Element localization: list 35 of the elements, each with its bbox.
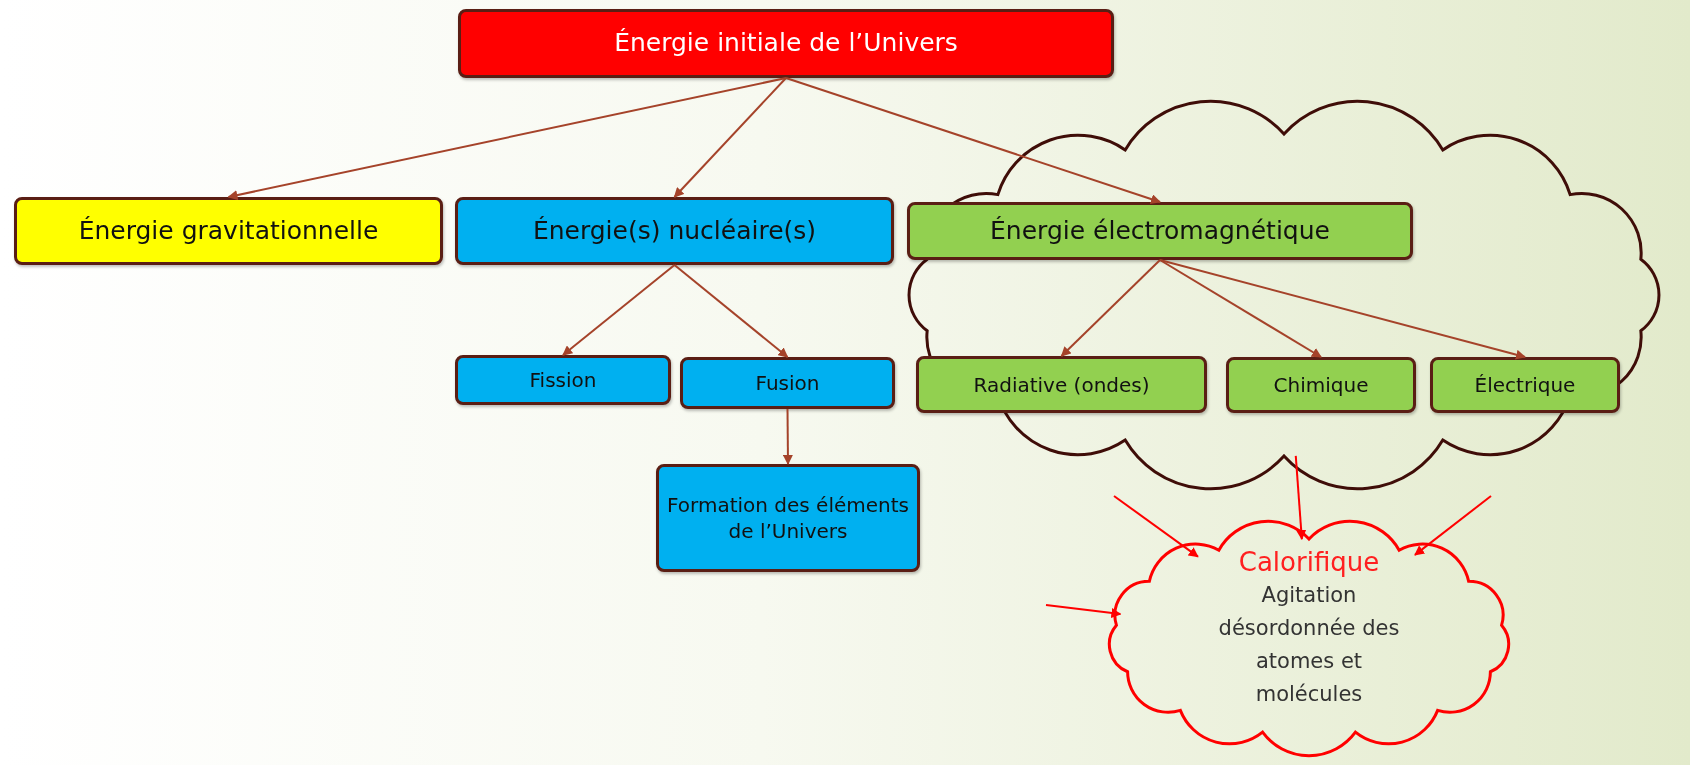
arrow: [1159, 259, 1322, 358]
box-label: Fusion: [754, 370, 821, 396]
arrow: [1159, 259, 1526, 360]
cloud-heading: Calorifique: [1238, 546, 1380, 579]
energy-box: [907, 202, 1413, 260]
box-label: Énergie(s) nucléaire(s): [531, 214, 818, 247]
energy-box: [1430, 357, 1620, 413]
box-label: Énergie gravitationnelle: [77, 214, 380, 247]
arrow: [1413, 495, 1492, 556]
box-label: Formation des éléments de l’Univers: [666, 492, 910, 544]
box-label: Électrique: [1473, 372, 1577, 398]
arrow: [227, 77, 787, 200]
energy-box: [455, 355, 671, 405]
arrow: [673, 77, 787, 198]
box-label: Radiative (ondes): [972, 371, 1151, 398]
arrow: [1060, 259, 1161, 357]
energy-box: [656, 464, 920, 572]
box-label: Fission: [528, 367, 598, 393]
box-label: Énergie électromagnétique: [989, 214, 1331, 247]
arrow: [1045, 604, 1122, 618]
energy-box: [14, 197, 443, 265]
cloud-text: Agitation désordonnée des atomes et molécules: [1217, 582, 1401, 708]
energy-box: [455, 197, 894, 265]
energy-box: [680, 357, 895, 409]
arrow: [562, 264, 676, 356]
box-label: Énergie initiale de l’Univers: [613, 27, 959, 60]
arrow: [785, 77, 1161, 204]
energy-box: [1226, 357, 1416, 413]
arrow: [673, 264, 789, 358]
box-label: Chimique: [1272, 372, 1370, 398]
arrow: [1294, 454, 1307, 541]
energy-box: [916, 356, 1207, 413]
energy-box: [458, 9, 1114, 78]
arrow: [782, 408, 793, 465]
arrow: [1113, 495, 1199, 558]
